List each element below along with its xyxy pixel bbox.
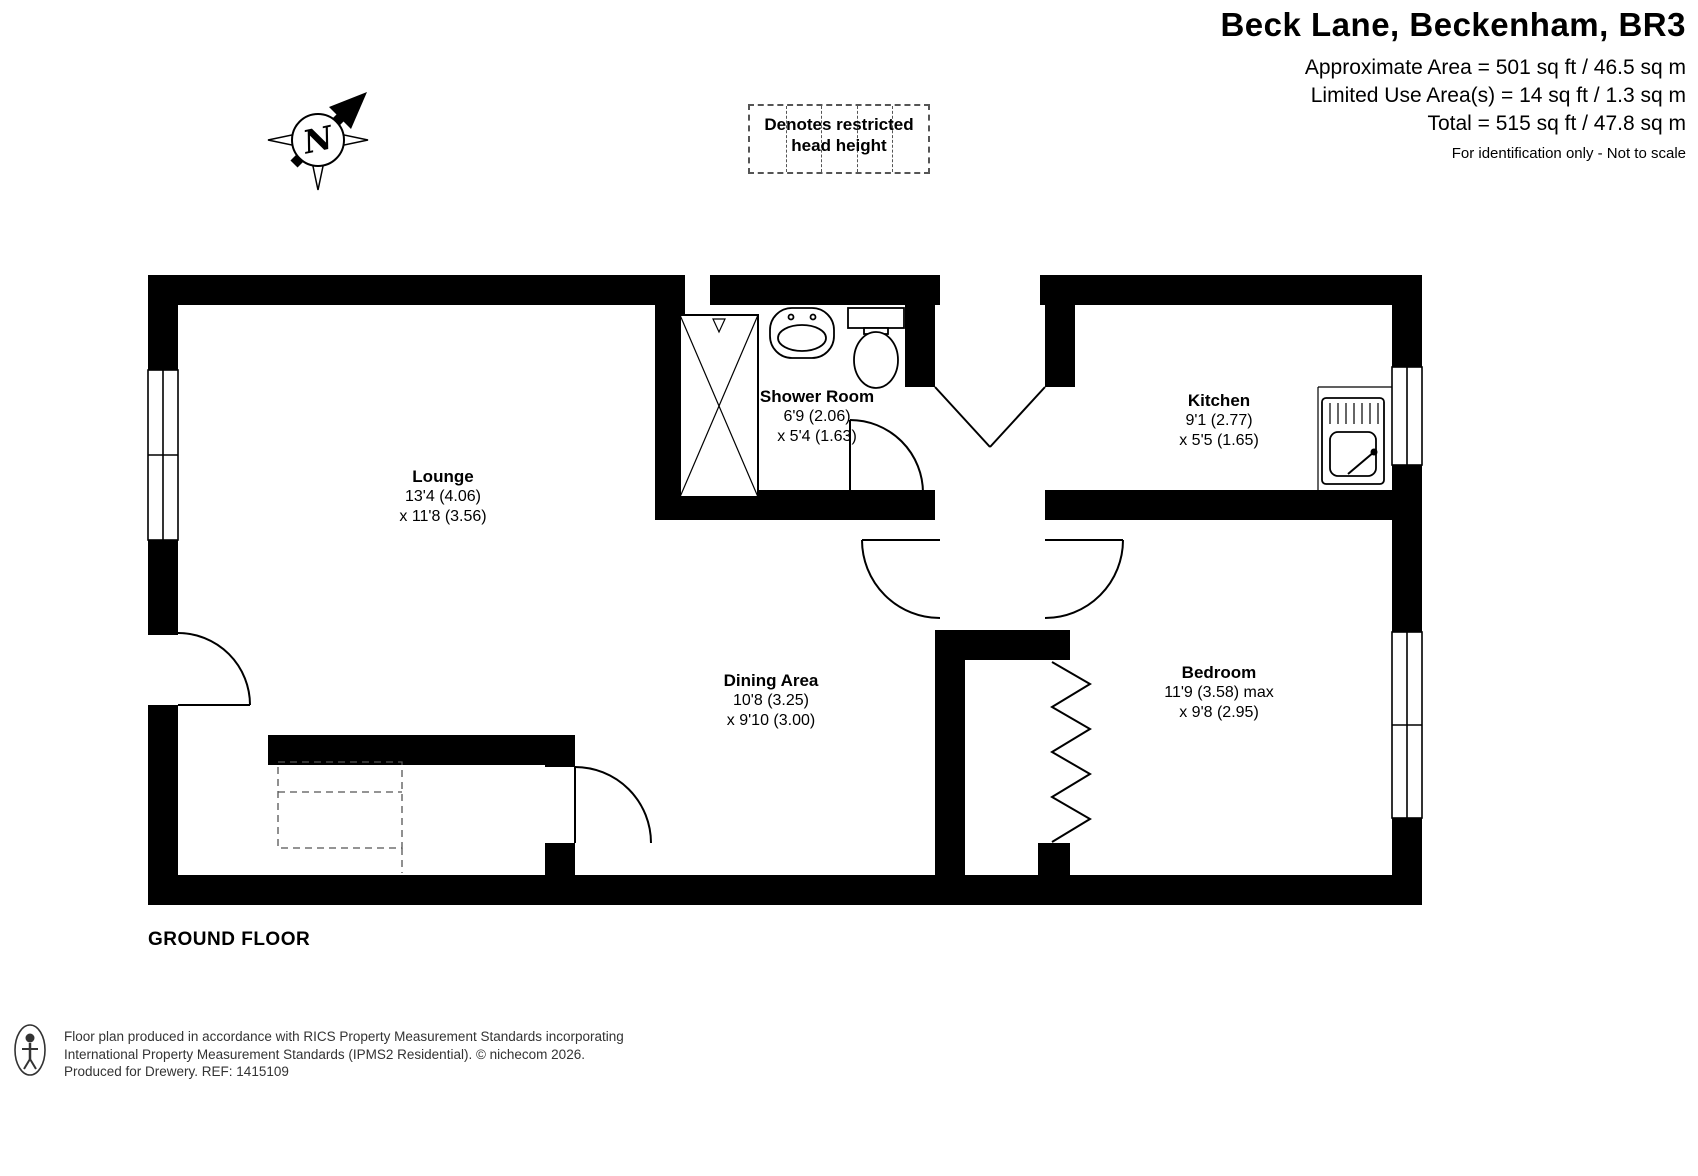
legend-hatch-line bbox=[892, 106, 894, 172]
wall bbox=[268, 735, 575, 765]
window-bedroom bbox=[1391, 631, 1423, 819]
legend-text: Denotes restricted head height bbox=[750, 114, 928, 157]
room-label-dining-area: Dining Area 10'8 (3.25) x 9'10 (3.00) bbox=[724, 671, 819, 731]
wall bbox=[710, 275, 940, 305]
wall bbox=[148, 705, 178, 905]
person-icon bbox=[14, 1024, 46, 1076]
door-bifold-bedroom bbox=[1050, 661, 1092, 843]
legend-hatch-line bbox=[821, 106, 823, 172]
wall bbox=[935, 630, 965, 875]
wall bbox=[1045, 305, 1075, 387]
page-title: Beck Lane, Beckenham, BR3 bbox=[1220, 6, 1686, 43]
door-shower-room bbox=[849, 419, 924, 494]
door-storage bbox=[574, 766, 652, 844]
kitchen-sink bbox=[1317, 386, 1392, 490]
footer-line-2: International Property Measurement Stand… bbox=[64, 1046, 585, 1062]
footer-text: Floor plan produced in accordance with R… bbox=[64, 1022, 624, 1081]
door-lounge bbox=[177, 632, 251, 706]
room-dimension: x 9'10 (3.00) bbox=[726, 712, 816, 730]
compass-circle bbox=[291, 113, 345, 167]
legend-line-1: Denotes restricted bbox=[764, 115, 914, 134]
wall bbox=[905, 305, 935, 387]
title-block: Beck Lane, Beckenham, BR3 Approximate Ar… bbox=[1220, 6, 1686, 162]
room-dimension: 10'8 (3.25) bbox=[733, 692, 809, 710]
wall bbox=[965, 630, 1070, 660]
legend-hatch-line bbox=[856, 106, 858, 172]
wall bbox=[148, 540, 178, 635]
room-dimension: 9'1 (2.77) bbox=[1185, 412, 1253, 430]
window-kitchen bbox=[1391, 366, 1423, 466]
restricted-head-height-area bbox=[277, 761, 403, 873]
footer-line-1: Floor plan produced in accordance with R… bbox=[64, 1029, 624, 1044]
room-name: Lounge bbox=[412, 467, 474, 486]
room-name: Kitchen bbox=[1187, 391, 1251, 410]
wall bbox=[1038, 843, 1070, 875]
walls bbox=[148, 275, 1422, 905]
floor-name-label: GROUND FLOOR bbox=[148, 929, 311, 950]
room-dimension: x 9'8 (2.95) bbox=[1179, 704, 1259, 722]
room-label-shower-room: Shower Room 6'9 (2.06) x 5'4 (1.63) bbox=[760, 387, 874, 447]
wall bbox=[148, 875, 1422, 905]
room-dimension: x 5'4 (1.63) bbox=[777, 428, 857, 446]
approximate-area: Approximate Area = 501 sq ft / 46.5 sq m bbox=[1304, 56, 1686, 79]
wall bbox=[1392, 275, 1422, 367]
basin bbox=[769, 307, 835, 359]
room-label-bedroom: Bedroom 11'9 (3.58) max x 9'8 (2.95) bbox=[1164, 663, 1273, 723]
scale-disclaimer: For identification only - Not to scale bbox=[1451, 144, 1686, 162]
toilet bbox=[847, 307, 905, 389]
room-dimension: 13'4 (4.06) bbox=[405, 488, 481, 506]
room-dimension: 6'9 (2.06) bbox=[783, 408, 851, 426]
wall bbox=[148, 275, 178, 370]
restricted-height-legend: Denotes restricted head height bbox=[748, 104, 930, 174]
room-name: Dining Area bbox=[723, 671, 819, 690]
door-entrance-double bbox=[934, 386, 1046, 448]
door-hall-double-right bbox=[1044, 539, 1124, 619]
legend-hatch-line bbox=[785, 106, 787, 172]
room-name: Bedroom bbox=[1181, 663, 1257, 682]
compass: N bbox=[267, 92, 369, 191]
room-dimension: 11'9 (3.58) max bbox=[1164, 684, 1274, 702]
footer-line-3: Produced for Drewery. REF: 1415109 bbox=[64, 1064, 289, 1080]
room-label-kitchen: Kitchen 9'1 (2.77) x 5'5 (1.65) bbox=[1179, 391, 1259, 451]
total-area: Total = 515 sq ft / 47.8 sq m bbox=[1427, 111, 1686, 135]
room-dimension: x 5'5 (1.65) bbox=[1179, 432, 1259, 450]
fixtures bbox=[679, 307, 1392, 498]
window-lounge bbox=[147, 369, 179, 541]
compass-arrow-icon bbox=[329, 92, 367, 129]
wall bbox=[148, 275, 685, 305]
footer: Floor plan produced in accordance with R… bbox=[8, 1022, 624, 1081]
windows bbox=[147, 366, 1423, 819]
room-name: Shower Room bbox=[759, 387, 875, 406]
wall bbox=[1040, 275, 1422, 305]
door-hall-double-left bbox=[861, 539, 941, 619]
shower-cubicle bbox=[679, 314, 759, 498]
room-dimension: x 11'8 (3.56) bbox=[399, 508, 487, 526]
wall bbox=[1392, 818, 1422, 905]
wall bbox=[1392, 465, 1422, 632]
doors bbox=[177, 386, 1124, 844]
wall bbox=[1045, 490, 1392, 520]
wall bbox=[545, 843, 575, 875]
limited-use-area: Limited Use Area(s) = 14 sq ft / 1.3 sq … bbox=[1310, 83, 1686, 107]
legend-line-2: head height bbox=[791, 136, 887, 156]
wall bbox=[545, 735, 575, 767]
room-label-lounge: Lounge 13'4 (4.06) x 11'8 (3.56) bbox=[399, 467, 486, 527]
